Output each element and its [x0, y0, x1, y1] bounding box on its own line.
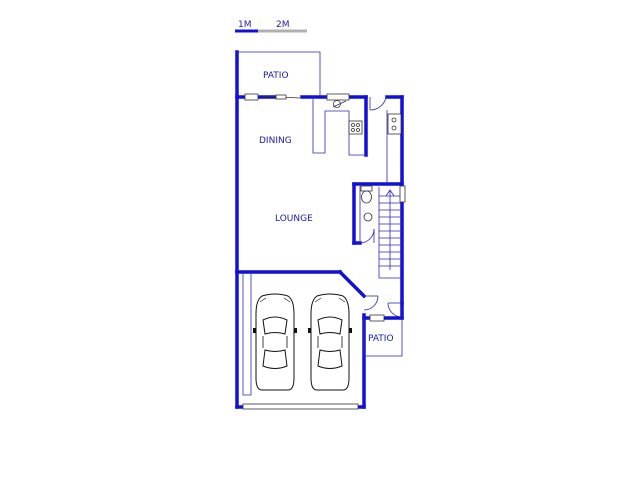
scale-bar: 1M 2M — [235, 20, 307, 33]
top-windows — [244, 93, 350, 101]
patio-bottom-outline — [363, 318, 403, 357]
scale-label-2m: 2M — [276, 20, 290, 30]
garage-door — [242, 403, 359, 410]
room-label-dining: DINING — [259, 136, 292, 146]
side-corridor — [386, 110, 402, 184]
car-left — [253, 293, 297, 391]
patio-top-outline — [237, 51, 321, 97]
walls — [235, 50, 404, 409]
garage-side-door — [363, 295, 403, 322]
kitchen-counter — [312, 97, 366, 156]
scale-label-1m: 1M — [238, 20, 252, 30]
room-label-patio-right: PATIO — [368, 334, 394, 344]
car-right — [308, 293, 352, 391]
garage-inner — [242, 272, 252, 396]
room-label-lounge: LOUNGE — [275, 214, 313, 224]
room-label-patio-top: PATIO — [263, 71, 289, 81]
door-arc-top — [369, 96, 387, 111]
staircase — [378, 185, 406, 279]
bathroom-fixtures — [359, 185, 375, 244]
